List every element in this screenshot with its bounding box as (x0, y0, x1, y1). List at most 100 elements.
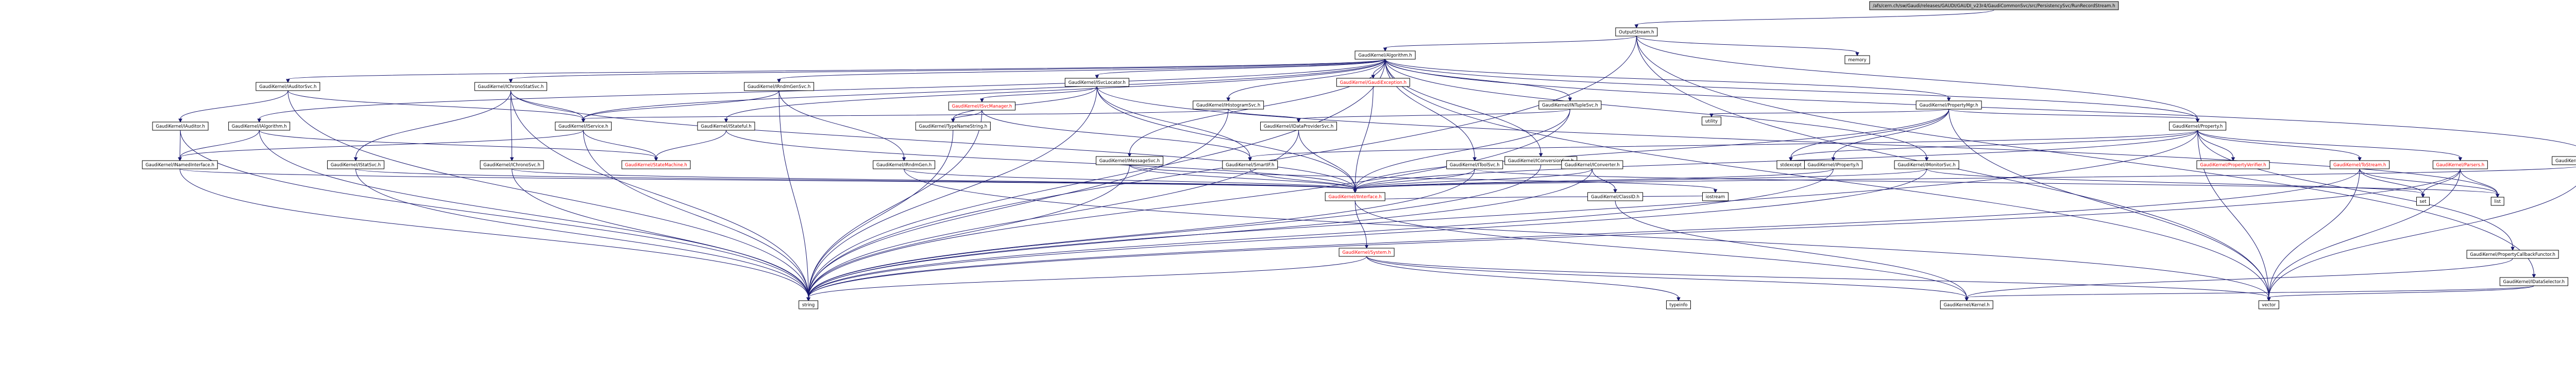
node-inamedinterface[interactable]: GaudiKernel/INamedInterface.h (142, 160, 218, 169)
arrowhead-intuplesvc-to-idataprovidersvc (1296, 118, 1301, 123)
arrowhead-idataselector-to-vector (2266, 297, 2271, 302)
node-list[interactable]: list (2490, 197, 2504, 206)
node-ichronostatsvc[interactable]: GaudiKernel/IChronoStatSvc.h (474, 82, 547, 91)
node-stdexcept[interactable]: stdexcept (1776, 160, 1805, 169)
node-ihistogramsvc[interactable]: GaudiKernel/IHistogramSvc.h (1193, 100, 1264, 110)
edge-propertycallbackfunctor-to-kernel (1966, 258, 2513, 298)
node-idataprovidersvc[interactable]: GaudiKernel/IDataProviderSvc.h (1260, 121, 1337, 131)
node-iauditor[interactable]: GaudiKernel/IAuditor.h (152, 121, 209, 131)
node-itoolsvc[interactable]: GaudiKernel/IToolSvc.h (1446, 160, 1503, 169)
node-iconverter[interactable]: GaudiKernel/IConverter.h (1561, 160, 1623, 169)
node-property[interactable]: GaudiKernel/Property.h (2169, 121, 2227, 131)
node-isvcmanager[interactable]: GaudiKernel/ISvcManager.h (948, 101, 1015, 111)
node-intuplesvc[interactable]: GaudiKernel/INTupleSvc.h (1538, 100, 1602, 110)
edge-itoolsvc-to-string (808, 168, 1475, 298)
node-vector[interactable]: vector (2258, 300, 2279, 309)
node-algorithm-box (1354, 50, 1416, 60)
node-parsers-box (2432, 160, 2488, 169)
node-iostream[interactable]: iostream (1702, 192, 1728, 201)
node-irndmgensvc-label: GaudiKernel/IRndmGenSvc.h (748, 84, 810, 90)
node-imessagesvc-box (1095, 156, 1163, 165)
node-iconverter-box (1561, 160, 1623, 169)
node-system[interactable]: GaudiKernel/System.h (1338, 248, 1395, 257)
node-irndmgensvc-box (744, 82, 815, 91)
edge-outputstream-to-property (1636, 36, 2198, 119)
edge-system-to-typeinfo (1366, 256, 1679, 298)
node-isvclocator[interactable]: GaudiKernel/ISvcLocator.h (1064, 78, 1129, 87)
node-classid[interactable]: GaudiKernel/ClassID.h (1587, 192, 1643, 201)
node-kernel[interactable]: GaudiKernel/Kernel.h (1940, 300, 1993, 309)
arrowhead-ichronostatsvc-to-istatsvc (353, 157, 358, 162)
node-gaudiexception-label: GaudiKernel/GaudiException.h (1340, 80, 1406, 85)
node-ialgorithm[interactable]: GaudiKernel/IAlgorithm.h (228, 121, 291, 131)
node-irndmgen-label: GaudiKernel/IRndmGen.h (876, 163, 931, 168)
node-smartif-label: GaudiKernel/SmartIF.h (1226, 163, 1274, 168)
edge-irndmgen-to-vector (904, 168, 2269, 298)
arrowhead-propertymgr-to-utility (1709, 113, 1714, 118)
node-propertyverifier[interactable]: GaudiKernel/PropertyVerifier.h (2196, 160, 2270, 169)
arrowhead-algorithm-to-intuplesvc (1568, 97, 1572, 102)
edge-isvcmanager-to-string (808, 110, 982, 298)
node-iinterface[interactable]: GaudiKernel/IInterface.h (1325, 192, 1385, 201)
edge-isvcmanager-to-smartif (981, 110, 1250, 158)
edge-parsers-to-string (808, 168, 2461, 298)
node-iauditorsvc[interactable]: GaudiKernel/IAuditorSvc.h (256, 82, 320, 91)
edge-ichronosvc-to-string (512, 168, 809, 298)
node-ichronostatsvc-box (474, 82, 547, 91)
arrowhead-isvcmanager-to-typenamestring (951, 118, 955, 123)
node-idataselector[interactable]: GaudiKernel/IDataSelector.h (2499, 277, 2568, 286)
edge-iservice-to-inamedinterface (179, 130, 584, 158)
arrowhead-algorithm-to-ihistogramsvc (1226, 97, 1230, 102)
node-propertymgr[interactable]: GaudiKernel/PropertyMgr.h (1916, 100, 1982, 110)
arrowhead-property-to-propertyverifier (2231, 157, 2235, 162)
edge-property-to-propertyverifier (2197, 130, 2233, 158)
node-string[interactable]: string (799, 300, 819, 309)
node-ihistogramsvc-label: GaudiKernel/IHistogramSvc.h (1196, 103, 1260, 108)
node-set[interactable]: set (2416, 197, 2430, 206)
node-parsers[interactable]: GaudiKernel/Parsers.h (2432, 160, 2488, 169)
arrowhead-property-to-smartif (1248, 157, 1252, 162)
node-imsgcontextsvc[interactable]: GaudiKernel/IAlgContextSvc.h (2552, 156, 2576, 165)
node-gaudiexception[interactable]: GaudiKernel/GaudiException.h (1336, 78, 1410, 87)
edge-itoolsvc-to-list (1474, 168, 2498, 195)
node-imessagesvc[interactable]: GaudiKernel/IMessageSvc.h (1095, 156, 1163, 165)
edge-property-to-iinterface (1354, 130, 2198, 190)
node-iservice[interactable]: GaudiKernel/IService.h (555, 121, 612, 131)
node-utility[interactable]: utility (1702, 116, 1722, 126)
node-outputstream-box (1615, 27, 1658, 37)
node-propertycallbackfunctor[interactable]: GaudiKernel/PropertyCallbackFunctor.h (2466, 250, 2559, 259)
node-root[interactable]: /afs/cern.ch/sw/Gaudi/releases/GAUDI/GAU… (1869, 1, 2119, 10)
edge-property-to-string (808, 130, 2198, 298)
node-algorithm[interactable]: GaudiKernel/Algorithm.h (1354, 50, 1416, 60)
node-irndmgen[interactable]: GaudiKernel/IRndmGen.h (873, 160, 936, 169)
node-smartif[interactable]: GaudiKernel/SmartIF.h (1222, 160, 1278, 169)
node-typeinfo[interactable]: typeinfo (1666, 300, 1691, 309)
edge-property-to-toStream (2197, 130, 2360, 158)
arrowhead-system-to-string (806, 297, 810, 302)
arrowhead-parsers-to-list (2495, 194, 2500, 198)
edge-system-to-string (808, 256, 1367, 298)
node-statemachine[interactable]: GaudiKernel/StateMachine.h (621, 160, 691, 169)
node-imonitorsvc[interactable]: GaudiKernel/IMonitorSvc.h (1894, 160, 1959, 169)
node-typenamestring[interactable]: GaudiKernel/TypeNameString.h (915, 121, 991, 131)
node-toStream-label: GaudiKernel/ToStream.h (2333, 163, 2386, 168)
arrowhead-algorithm-to-iconversionsvc (1539, 153, 1543, 158)
node-outputstream[interactable]: OutputStream.h (1615, 27, 1658, 37)
edge-property-to-parsers (2197, 130, 2461, 158)
edge-ihistogramsvc-to-idataprovidersvc (1228, 109, 1299, 119)
node-memory[interactable]: memory (1844, 55, 1870, 64)
node-istateful[interactable]: GaudiKernel/IStateful.h (697, 121, 755, 131)
node-list-box (2490, 197, 2504, 206)
edge-algorithm-to-iauditorsvc (287, 59, 1386, 80)
node-toStream[interactable]: GaudiKernel/ToStream.h (2330, 160, 2390, 169)
arrowhead-iinterface-to-system (1364, 245, 1369, 249)
edge-algorithm-to-string (808, 59, 1386, 298)
edge-iproperty-to-string (808, 168, 1834, 298)
edge-iproperty-to-iinterface (1354, 168, 1834, 190)
node-iproperty[interactable]: GaudiKernel/IProperty.h (1804, 160, 1862, 169)
node-string-box (799, 300, 819, 309)
edge-intuplesvc-to-idataprovidersvc (1298, 109, 1570, 119)
node-irndmgensvc[interactable]: GaudiKernel/IRndmGenSvc.h (744, 82, 815, 91)
node-istatsvc[interactable]: GaudiKernel/IStatSvc.h (327, 160, 384, 169)
node-ichronosvc[interactable]: GaudiKernel/IChronoSvc.h (480, 160, 544, 169)
